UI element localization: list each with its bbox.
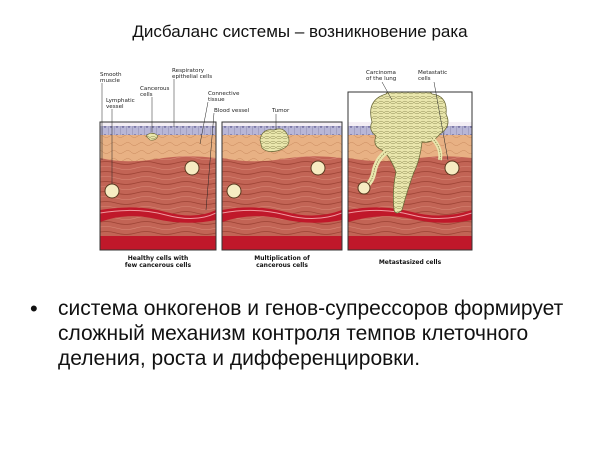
label-cancerous-cells: Cancerous — [140, 86, 170, 92]
label-tumor: Tumor — [271, 108, 290, 114]
label-cancerous-cells-2: cells — [140, 92, 153, 98]
tissue-diagram: Smooth muscle Lymphatic vessel Cancerous… — [99, 68, 473, 269]
label-smooth-muscle: Smooth — [100, 72, 122, 78]
label-respiratory-epithelial-2: epithelial cells — [172, 74, 212, 80]
label-carcinoma-lung-2: of the lung — [366, 76, 397, 82]
cancer-progression-illustration: Smooth muscle Lymphatic vessel Cancerous… — [96, 60, 476, 275]
leader-lines-panel3 — [381, 81, 449, 161]
slide-title: Дисбаланс системы – возникновение рака — [132, 22, 468, 41]
label-lymphatic-vessel: Lymphatic — [106, 98, 135, 104]
label-metastatic-cells: Metastatic — [418, 70, 447, 76]
label-smooth-muscle-2: muscle — [100, 78, 121, 84]
bullet-marker: • — [30, 296, 38, 321]
panel-healthy: Smooth muscle Lymphatic vessel Cancerous… — [99, 68, 250, 269]
bullet-item: • система онкогенов и генов-супрессоров … — [30, 296, 575, 371]
caption-panel1: Healthy cells with — [128, 255, 188, 262]
panel-multiplication: Tumor Multiplication of cancerous cells — [221, 108, 343, 269]
label-blood-vessel: Blood vessel — [214, 108, 250, 114]
label-carcinoma-lung: Carcinoma — [366, 70, 396, 76]
bullet-text: система онкогенов и генов-супрессоров фо… — [58, 297, 564, 370]
label-respiratory-epithelial: Respiratory — [172, 68, 205, 74]
label-connective-tissue-2: tissue — [208, 97, 225, 103]
leader-lines-panel1 — [101, 79, 215, 211]
caption-panel1-2: few cancerous cells — [125, 262, 192, 269]
label-lymphatic-vessel-2: vessel — [106, 104, 124, 110]
caption-panel2-2: cancerous cells — [256, 262, 308, 269]
caption-panel3: Metastasized cells — [379, 259, 442, 266]
label-connective-tissue: Connective — [208, 91, 240, 97]
label-metastatic-cells-2: cells — [418, 76, 431, 82]
caption-panel2: Multiplication of — [254, 255, 310, 262]
panel-metastasized: Carcinoma of the lung Metastatic cells M… — [347, 70, 473, 266]
